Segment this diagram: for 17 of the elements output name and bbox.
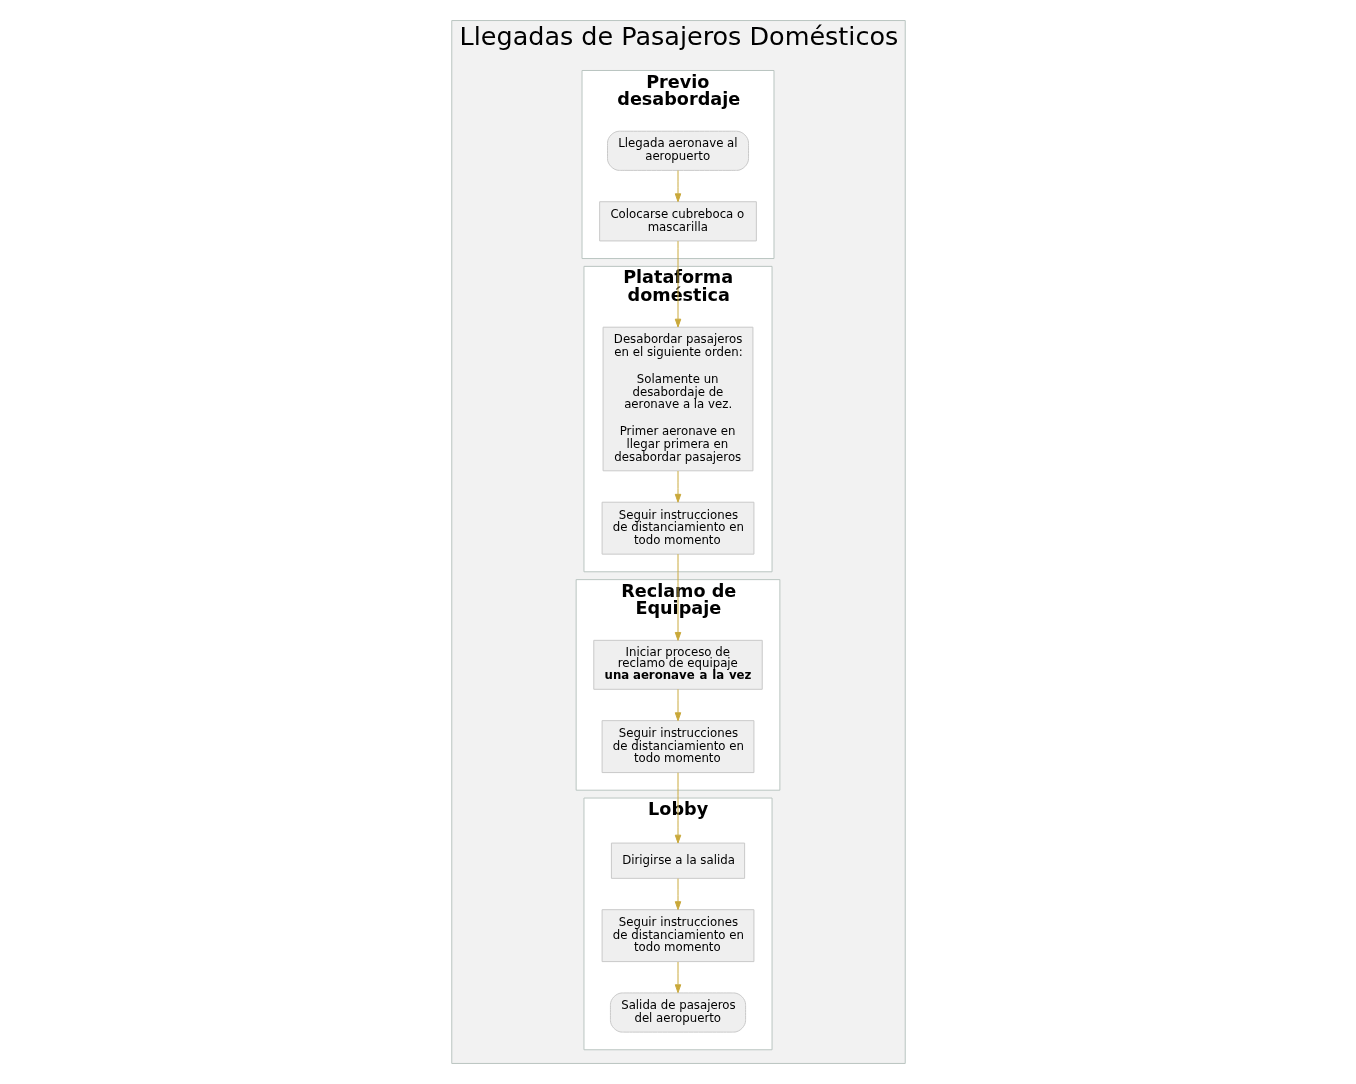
arrow bbox=[674, 772, 681, 844]
arrow bbox=[674, 553, 681, 641]
node-box: Seguir instrucciones de distanciamiento en todo momento bbox=[601, 501, 754, 555]
node-box: Iniciar proceso de reclamo de equipaje una aeronave a la vez bbox=[592, 639, 763, 690]
arrow bbox=[674, 878, 681, 910]
arrow bbox=[674, 170, 681, 203]
node-box: Salida de pasajeros del aeropuerto bbox=[609, 992, 746, 1033]
arrow bbox=[674, 470, 681, 503]
arrow bbox=[674, 688, 681, 722]
arrow bbox=[674, 240, 681, 328]
node-box: Colocarse cubreboca o mascarilla bbox=[598, 201, 757, 242]
node-box: Seguir instrucciones de distanciamiento en todo momento bbox=[601, 720, 754, 774]
node-box: Llegada aeronave al aeropuerto bbox=[606, 130, 749, 171]
node-box: Seguir instrucciones de distanciamiento en todo momento bbox=[601, 909, 754, 963]
arrow bbox=[674, 961, 681, 994]
node-box: Dirigirse a la salida bbox=[610, 842, 745, 879]
node-box: Desabordar pasajeros en el siguiente orden: Solamente un desabordaje de aeronave a la vez. Primer aeronave en llegar primera en desabordar pasajeros bbox=[602, 326, 753, 472]
